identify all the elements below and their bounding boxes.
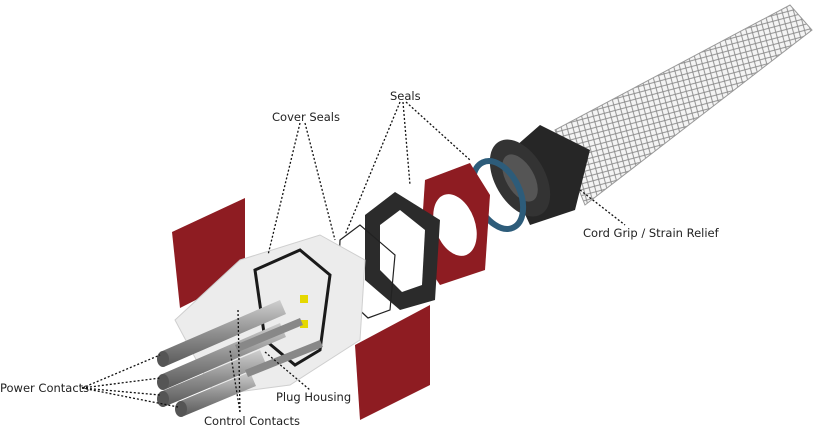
mesh-sleeve: [554, 4, 813, 206]
label-control-contacts: Control Contacts: [204, 414, 300, 428]
square-seal: [365, 192, 440, 310]
label-seals: Seals: [390, 89, 421, 103]
marker: [300, 320, 308, 328]
label-power-contacts: Power Contacts: [0, 381, 90, 395]
label-plug-housing: Plug Housing: [276, 390, 352, 404]
bottom-cover-plate: [355, 305, 430, 420]
label-cover-seals: Cover Seals: [272, 110, 340, 124]
control-contacts: [235, 318, 323, 377]
leader-lines: [81, 101, 626, 413]
marker: [300, 295, 308, 303]
label-cord-grip: Cord Grip / Strain Relief: [583, 226, 719, 240]
